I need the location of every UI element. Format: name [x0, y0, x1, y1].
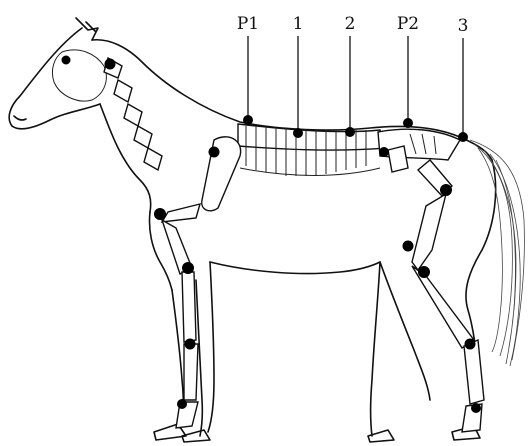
joint-dot-shoulder [154, 208, 166, 220]
joint-dot-stifle [440, 184, 452, 196]
marker-p1-dot [243, 115, 253, 125]
marker-2: 2 [345, 14, 356, 137]
tail [470, 140, 524, 366]
joint-dot-rear-fetlock [471, 403, 481, 413]
marker-2-dot [345, 127, 355, 137]
joint-dot-withers [209, 147, 220, 158]
joint-dot-rear-stifle [403, 241, 414, 252]
joint-dot-hip [379, 147, 389, 157]
marker-1: 1 [293, 14, 304, 138]
marker-1-dot [293, 128, 303, 138]
marker-3-label: 3 [458, 16, 469, 36]
joint-dot-hock [418, 266, 430, 278]
joint-dot-front-fetlock [177, 399, 187, 409]
marker-3: 3 [458, 16, 469, 142]
joint-dot-front-knee [185, 339, 196, 350]
marker-2-label: 2 [345, 14, 356, 34]
joint-dot-skull [62, 56, 71, 65]
marker-p1: P1 [237, 14, 259, 125]
marker-p2-label: P2 [397, 14, 419, 34]
joint-dot-poll [105, 59, 116, 70]
joint-dot-elbow [182, 262, 194, 274]
marker-p1-label: P1 [237, 14, 259, 34]
marker-3-dot [458, 132, 468, 142]
marker-p2: P2 [397, 14, 419, 128]
marker-p2-dot [403, 118, 413, 128]
marker-1-label: 1 [293, 14, 304, 34]
joint-dot-rear-cannon [465, 339, 476, 350]
skeleton [52, 50, 484, 432]
